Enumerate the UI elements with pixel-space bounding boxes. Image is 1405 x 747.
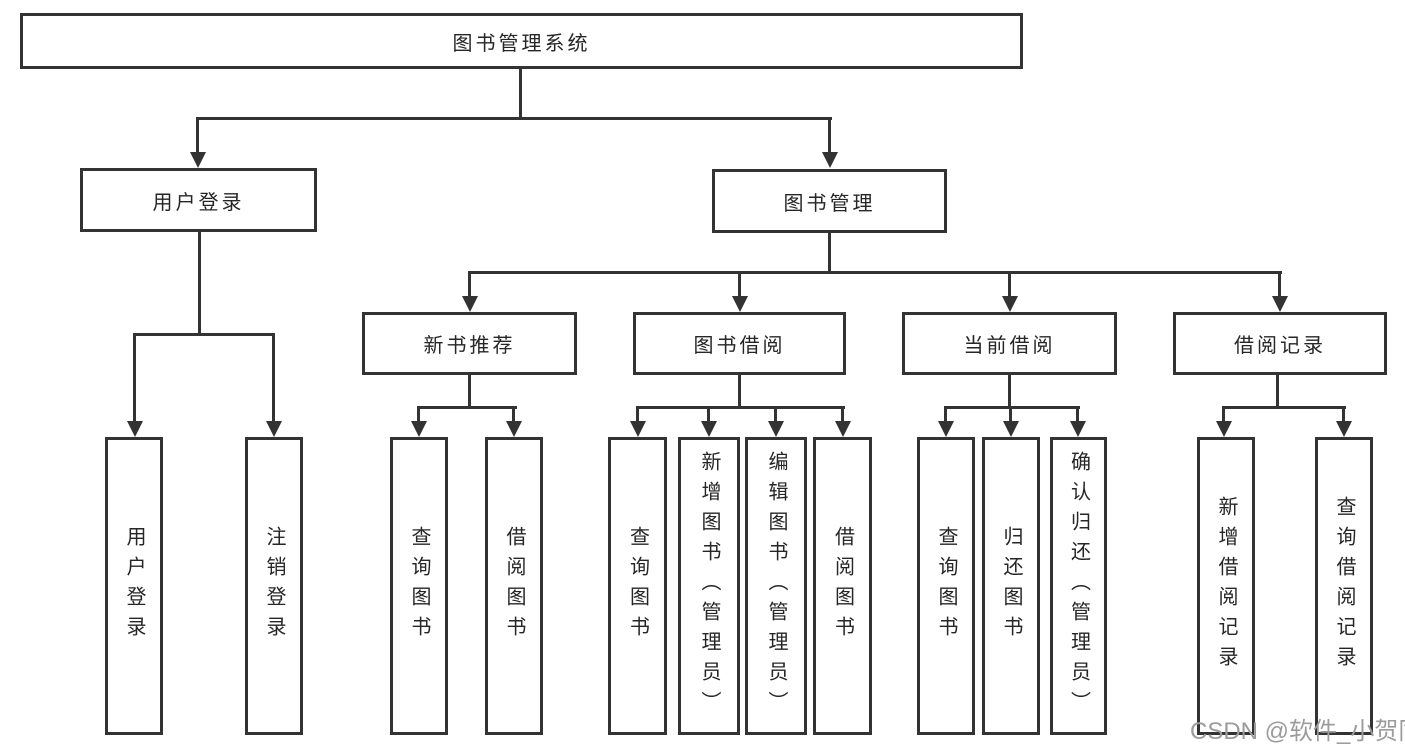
node-borrow-records: 借阅记录: [1173, 312, 1387, 375]
connector-records-rail: [1222, 406, 1346, 409]
leaf-newbook-query-books: 查询图书: [390, 437, 448, 735]
arrow-down-icon: [938, 421, 954, 437]
arrow-down-icon: [822, 152, 838, 168]
csdn-watermark: CSDN @软件_小贺同学: [1190, 718, 1405, 745]
arrow-down-icon: [1003, 421, 1019, 437]
leaf-logout: 注销登录: [245, 437, 303, 735]
connector-bookmgmt-stub-1: [468, 271, 471, 299]
connector-newbook-rail: [417, 406, 517, 409]
leaf-borrow-query-books: 查询图书: [608, 437, 667, 735]
connector-root-stub-right: [828, 117, 831, 153]
leaf-borrow-borrow-books: 借阅图书: [813, 437, 872, 735]
connector-current-stub-1: [944, 406, 947, 423]
arrow-down-icon: [411, 421, 427, 437]
arrow-down-icon: [1336, 421, 1352, 437]
node-current-borrow: 当前借阅: [902, 312, 1117, 375]
arrow-down-icon: [732, 296, 748, 312]
connector-bookmgmt-stub-2: [738, 271, 741, 299]
connector-newbook-stub-1: [417, 406, 420, 423]
arrow-down-icon: [835, 421, 851, 437]
node-book-borrow: 图书借阅: [633, 312, 846, 375]
arrow-down-icon: [127, 421, 143, 437]
connector-records-drop: [1276, 375, 1279, 409]
connector-userlogin-drop: [198, 232, 201, 336]
arrow-down-icon: [266, 421, 282, 437]
connector-root-drop: [519, 69, 522, 119]
leaf-borrow-add-books-admin: 新增图书（管理员）: [678, 437, 740, 735]
leaf-current-query-books: 查询图书: [917, 437, 975, 735]
connector-records-stub-1: [1222, 406, 1225, 423]
leaf-records-query-record: 查询借阅记录: [1315, 437, 1373, 735]
arrow-down-icon: [190, 152, 206, 168]
connector-borrow-stub-2: [707, 406, 710, 423]
connector-current-rail: [944, 406, 1080, 409]
connector-userlogin-rail: [133, 333, 275, 336]
connector-borrow-drop: [738, 375, 741, 409]
connector-borrow-rail: [636, 406, 845, 409]
leaf-current-return-books: 归还图书: [982, 437, 1040, 735]
leaf-user-login: 用户登录: [105, 437, 163, 735]
node-new-book-recommend: 新书推荐: [362, 312, 577, 375]
connector-newbook-drop: [468, 375, 471, 409]
arrow-down-icon: [701, 421, 717, 437]
arrow-down-icon: [630, 421, 646, 437]
leaf-current-confirm-return-admin: 确认归还（管理员）: [1050, 437, 1107, 735]
connector-bookmgmt-stub-4: [1278, 271, 1281, 299]
connector-userlogin-stub-1: [133, 333, 136, 423]
arrow-down-icon: [1216, 421, 1232, 437]
connector-root-rail: [196, 117, 832, 120]
arrow-down-icon: [506, 421, 522, 437]
connector-userlogin-stub-2: [272, 333, 275, 423]
arrow-down-icon: [768, 421, 784, 437]
connector-borrow-stub-4: [841, 406, 844, 423]
leaf-newbook-borrow-books: 借阅图书: [485, 437, 543, 735]
arrow-down-icon: [462, 296, 478, 312]
connector-borrow-stub-1: [636, 406, 639, 423]
connector-current-stub-2: [1009, 406, 1012, 423]
arrow-down-icon: [1070, 421, 1086, 437]
connector-current-stub-3: [1076, 406, 1079, 423]
node-book-management: 图书管理: [712, 169, 947, 233]
connector-bookmgmt-rail: [468, 271, 1282, 274]
connector-current-drop: [1008, 375, 1011, 409]
node-root: 图书管理系统: [20, 13, 1023, 69]
arrow-down-icon: [1002, 296, 1018, 312]
connector-bookmgmt-stub-3: [1008, 271, 1011, 299]
connector-newbook-stub-2: [512, 406, 515, 423]
connector-records-stub-2: [1342, 406, 1345, 423]
connector-root-stub-left: [196, 117, 199, 153]
node-user-login: 用户登录: [80, 168, 317, 232]
arrow-down-icon: [1272, 296, 1288, 312]
leaf-records-add-record: 新增借阅记录: [1197, 437, 1255, 735]
leaf-borrow-edit-books-admin: 编辑图书（管理员）: [745, 437, 807, 735]
connector-borrow-stub-3: [774, 406, 777, 423]
connector-bookmgmt-drop: [828, 233, 831, 274]
